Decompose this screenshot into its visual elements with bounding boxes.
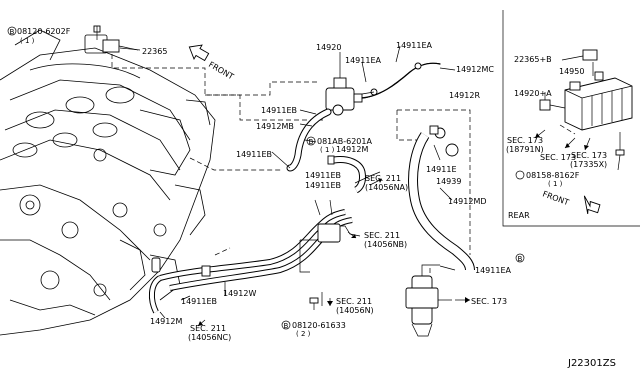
label-14912mc: 14912MC (456, 65, 494, 74)
label-sec211-a: SEC. 211 (365, 174, 401, 183)
label-14911e: 14911E (426, 165, 457, 174)
bolt-b-symbol-4: B (518, 255, 523, 263)
label-bolt-top: 08120-6202F (17, 27, 71, 36)
label-14911ea-top: 14911EA (396, 41, 433, 50)
label-22365: 22365 (142, 47, 167, 56)
bolt-b-symbol-2: B (309, 138, 314, 146)
leader-lines (96, 26, 456, 319)
label-14911eb-2: 14911EB (236, 150, 272, 159)
label-bolt-mid: 081AB-6201A (317, 137, 372, 146)
front-label-main: FRONT (207, 60, 235, 82)
label-14911eb-1: 14911EB (261, 106, 297, 115)
label-14912md: 14912MD (448, 197, 487, 206)
label-sec211-b: SEC. 211 (364, 231, 400, 240)
label-sec173-main: SEC. 173 (471, 297, 507, 306)
label-14920a: 14920+A (514, 89, 552, 98)
label-inset-rear: REAR (508, 211, 530, 220)
label-14920: 14920 (316, 43, 341, 52)
arrows (197, 178, 470, 327)
label-inset-sec173-b: SEC. 173 (540, 153, 576, 162)
inset-border (502, 10, 640, 227)
label-inset-bolt: 08158-8162F (526, 171, 580, 180)
label-14911ea-bot: 14911EA (475, 266, 512, 275)
canister-filter (405, 264, 452, 337)
label-14911eb-3: 14911EB (305, 171, 341, 180)
label-inset-sec173-a: SEC. 173 (507, 136, 543, 145)
bolt-b-symbol-1: B (10, 28, 15, 36)
label-inset-sec173-a-ref: (18791N) (506, 145, 544, 154)
label-sec211-d-ref: (14056NC) (188, 333, 231, 342)
label-14911eb-5: 14911EB (181, 297, 217, 306)
purge-valve-14920 (325, 77, 363, 116)
label-22365b: 22365+B (514, 55, 552, 64)
bolt-symbols: B B B B (7, 26, 525, 330)
label-14912r: 14912R (449, 91, 480, 100)
label-inset-sec173-c: SEC. 173 (571, 151, 607, 160)
label-inset-sec173-c-ref: (17335X) (570, 160, 607, 169)
drawing-id: J22301ZS (567, 358, 616, 369)
label-14912m-bot: 14912M (150, 317, 182, 326)
label-14911ea-mid: 14911EA (345, 56, 382, 65)
label-inset-bolt-qty: ( 1 ) (548, 180, 563, 188)
label-sec211-c: SEC. 211 (336, 297, 372, 306)
canister-14950 (564, 71, 633, 131)
label-14912m-mid: 14912M (336, 145, 368, 154)
label-bolt-bot-qty: ( 2 ) (296, 330, 311, 338)
label-sec211-c-ref: (14056N) (336, 306, 374, 315)
label-sec211-b-ref: (14056NB) (364, 240, 407, 249)
sensor-22365-shape (102, 39, 120, 53)
engine-illustration (0, 29, 216, 336)
label-inset-front: FRONT (541, 189, 570, 207)
label-14950: 14950 (559, 67, 584, 76)
label-bolt-mid-qty: ( 1 ) (320, 146, 335, 154)
front-arrow-main (188, 44, 210, 62)
label-14912mb: 14912MB (256, 122, 294, 131)
label-14911eb-4: 14911EB (305, 181, 341, 190)
label-sec211-a-ref: (14056NA) (365, 183, 408, 192)
label-bolt-bot: 08120-61633 (292, 321, 346, 330)
inset-bolt-b-symbol (515, 170, 525, 180)
rear-inset (502, 10, 640, 227)
label-14912w: 14912W (223, 289, 256, 298)
hose-assembly (93, 25, 475, 337)
label-bolt-top-qty: ( 1 ) (20, 37, 35, 45)
bolt-b-symbol-3: B (284, 322, 289, 330)
label-14939: 14939 (436, 177, 461, 186)
label-sec211-d: SEC. 211 (190, 324, 226, 333)
